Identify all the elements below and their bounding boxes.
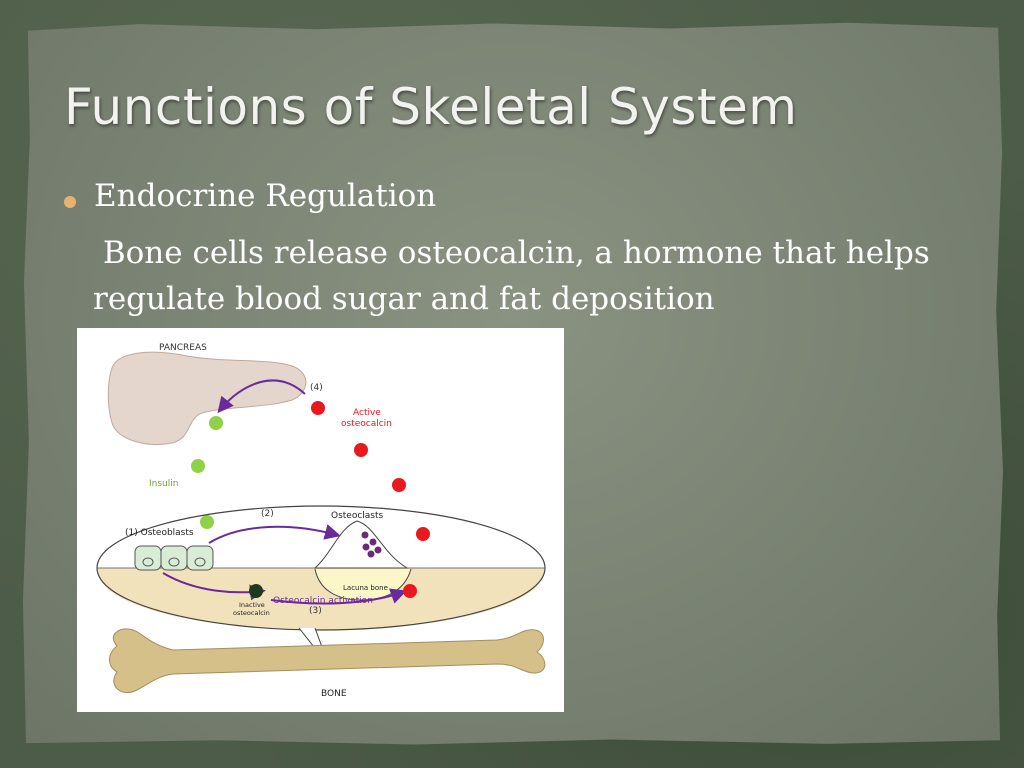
- insulin-dot: [200, 515, 214, 529]
- osteoclast-cell: [313, 520, 409, 569]
- arrow-activation: [270, 588, 407, 605]
- arrow-2: [208, 524, 341, 544]
- diagram-svg: PANCREAS (4) Active osteocalcin Insulin …: [96, 343, 546, 699]
- active-osteocalcin-dot: [416, 527, 430, 541]
- resorption-pit: [314, 568, 412, 601]
- long-bone: [109, 628, 546, 694]
- osteoclast-granule: [369, 538, 377, 546]
- osteoblast-nucleus: [142, 557, 154, 567]
- lacuna-label: Lacuna bone: [343, 584, 388, 592]
- pancreas-label: PANCREAS: [159, 343, 207, 353]
- osteoblasts-label: (1) Osteoblasts: [125, 528, 194, 538]
- bullet-dot-icon: [64, 196, 76, 208]
- step-4-label: (4): [310, 383, 323, 393]
- active-osteocalcin-dot: [392, 478, 406, 492]
- insulin-dot: [209, 416, 223, 430]
- active-osteocalcin-dot: [354, 443, 368, 457]
- inactive-osteocalcin-label-2: osteocalcin: [233, 609, 270, 617]
- osteoclast-granule: [374, 546, 382, 554]
- osteoclast-granule: [362, 543, 370, 551]
- activated-osteocalcin-dot: [403, 584, 417, 598]
- step-3-label: (3): [309, 606, 322, 616]
- body-line-2: regulate blood sugar and fat deposition: [93, 281, 715, 317]
- inactive-osteocalcin-label-1: Inactive: [239, 601, 265, 609]
- active-osteocalcin-label-2: osteocalcin: [341, 419, 392, 429]
- osteoclast-granule: [361, 531, 369, 539]
- osteoclast-granule: [367, 550, 375, 558]
- osteocalcin-diagram: PANCREAS (4) Active osteocalcin Insulin …: [77, 328, 564, 712]
- body-text: Bone cells release osteocalcin, a hormon…: [93, 230, 973, 322]
- insulin-dot: [191, 459, 205, 473]
- step-2-label: (2): [261, 509, 274, 519]
- active-osteocalcin-label-1: Active: [353, 408, 381, 418]
- bone-label: BONE: [321, 689, 347, 699]
- bullet-text: Endocrine Regulation: [94, 178, 437, 214]
- inactive-osteocalcin-dot: [249, 584, 263, 598]
- arrow-4: [217, 379, 306, 414]
- osteoblast-nucleus: [194, 557, 206, 567]
- active-osteocalcin-dot: [311, 401, 325, 415]
- bone-section-lower: [97, 568, 545, 630]
- activation-label: Osteocalcin activation: [273, 596, 373, 606]
- osteoblast-nucleus: [168, 557, 180, 567]
- body-line-1: Bone cells release osteocalcin, a hormon…: [93, 235, 930, 271]
- osteoclasts-label: Osteoclasts: [331, 511, 384, 521]
- insulin-label: Insulin: [149, 479, 178, 489]
- slide-title: Functions of Skeletal System: [64, 78, 798, 136]
- pancreas-shape: [107, 351, 307, 445]
